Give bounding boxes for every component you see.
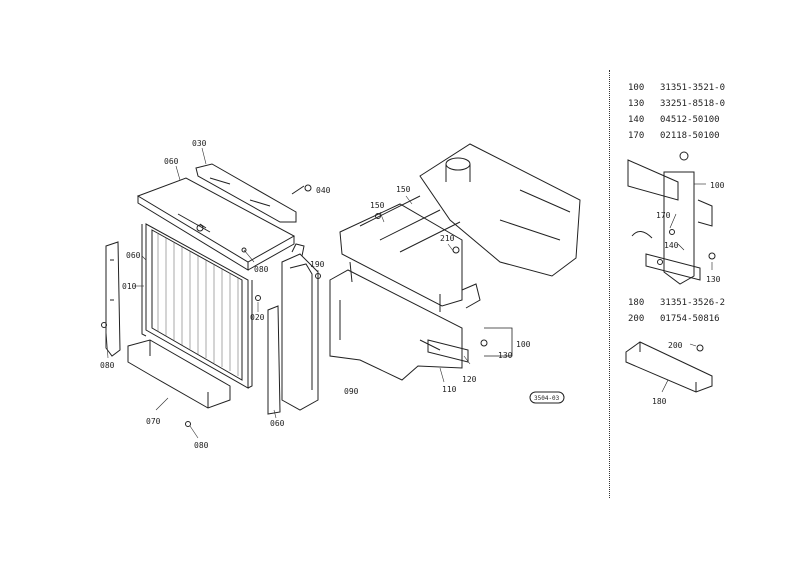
inset-bottom-drawing: 200 180 xyxy=(625,341,713,406)
inset-label-170: 170 xyxy=(656,211,671,220)
callout-labels: 030 060 040 150 150 060 010 080 190 210 … xyxy=(100,139,531,450)
callout-060-bottom: 060 xyxy=(270,419,285,428)
upper-bracket xyxy=(195,163,297,223)
part-ref: 180 xyxy=(628,298,645,308)
callout-080-mid: 080 xyxy=(254,265,269,274)
callout-040: 040 xyxy=(316,186,331,195)
part-ref: 200 xyxy=(628,314,645,324)
callout-090: 090 xyxy=(344,387,359,396)
callout-020: 020 xyxy=(250,313,265,322)
part-ref: 100 xyxy=(628,83,645,93)
radiator-core xyxy=(141,223,253,389)
fuel-tank xyxy=(419,143,581,277)
inset-label-200: 200 xyxy=(668,341,683,350)
part-number: 02118-50100 xyxy=(660,131,720,141)
leader-lines xyxy=(105,147,471,439)
callout-010: 010 xyxy=(122,282,137,291)
panel-090 xyxy=(329,269,463,381)
callout-080-bottom: 080 xyxy=(194,441,209,450)
parts-table-top: 100 31351-3521-0 130 33251-8518-0 140 04512… xyxy=(628,80,725,144)
parts-row: 140 04512-50100 xyxy=(628,112,725,128)
parts-table-bottom: 180 31351-3526-2 200 01754-50816 xyxy=(628,295,725,327)
callout-210: 210 xyxy=(440,234,455,243)
part-number: 31351-3521-0 xyxy=(660,83,726,93)
parts-row: 100 31351-3521-0 xyxy=(628,80,725,96)
part-number: 01754-50816 xyxy=(660,314,720,324)
lower-shroud xyxy=(127,339,231,409)
bracket-100-group xyxy=(480,327,513,357)
inset-label-100: 100 xyxy=(710,181,725,190)
part-ref: 170 xyxy=(628,131,645,141)
part-number: 31351-3526-2 xyxy=(660,298,726,308)
parts-row: 170 02118-50100 xyxy=(628,128,725,144)
left-side-bracket xyxy=(101,241,121,357)
callout-130: 130 xyxy=(498,351,513,360)
callout-120: 120 xyxy=(462,375,477,384)
callout-190: 190 xyxy=(310,260,325,269)
callout-110: 110 xyxy=(442,385,457,394)
inset-label-130: 130 xyxy=(706,275,721,284)
diagram-stamp: 3504-03 xyxy=(529,391,565,404)
part-number: 04512-50100 xyxy=(660,115,720,125)
stamp-text: 3504-03 xyxy=(534,395,560,402)
top-cover-plate xyxy=(136,177,296,271)
inset-label-180: 180 xyxy=(652,397,667,406)
parts-row: 130 33251-8518-0 xyxy=(628,96,725,112)
part-ref: 130 xyxy=(628,99,645,109)
callout-060-top: 060 xyxy=(164,157,179,166)
inset-label-140: 140 xyxy=(664,241,679,250)
inset-top-drawing: 100 170 140 130 xyxy=(627,151,725,285)
callout-060-left: 060 xyxy=(126,251,141,260)
callout-150-a: 150 xyxy=(396,185,411,194)
frame-bracket-assembly xyxy=(339,195,481,363)
callout-080-left: 080 xyxy=(100,361,115,370)
part-ref: 140 xyxy=(628,115,645,125)
callout-100: 100 xyxy=(516,340,531,349)
part-number: 33251-8518-0 xyxy=(660,99,726,109)
fan-shroud xyxy=(255,243,319,415)
callout-030: 030 xyxy=(192,139,207,148)
callout-070: 070 xyxy=(146,417,161,426)
bolt-040 xyxy=(291,184,312,195)
column-separator xyxy=(609,70,610,498)
fasteners xyxy=(185,213,460,427)
parts-row: 200 01754-50816 xyxy=(628,311,725,327)
callout-150-b: 150 xyxy=(370,201,385,210)
parts-row: 180 31351-3526-2 xyxy=(628,295,725,311)
